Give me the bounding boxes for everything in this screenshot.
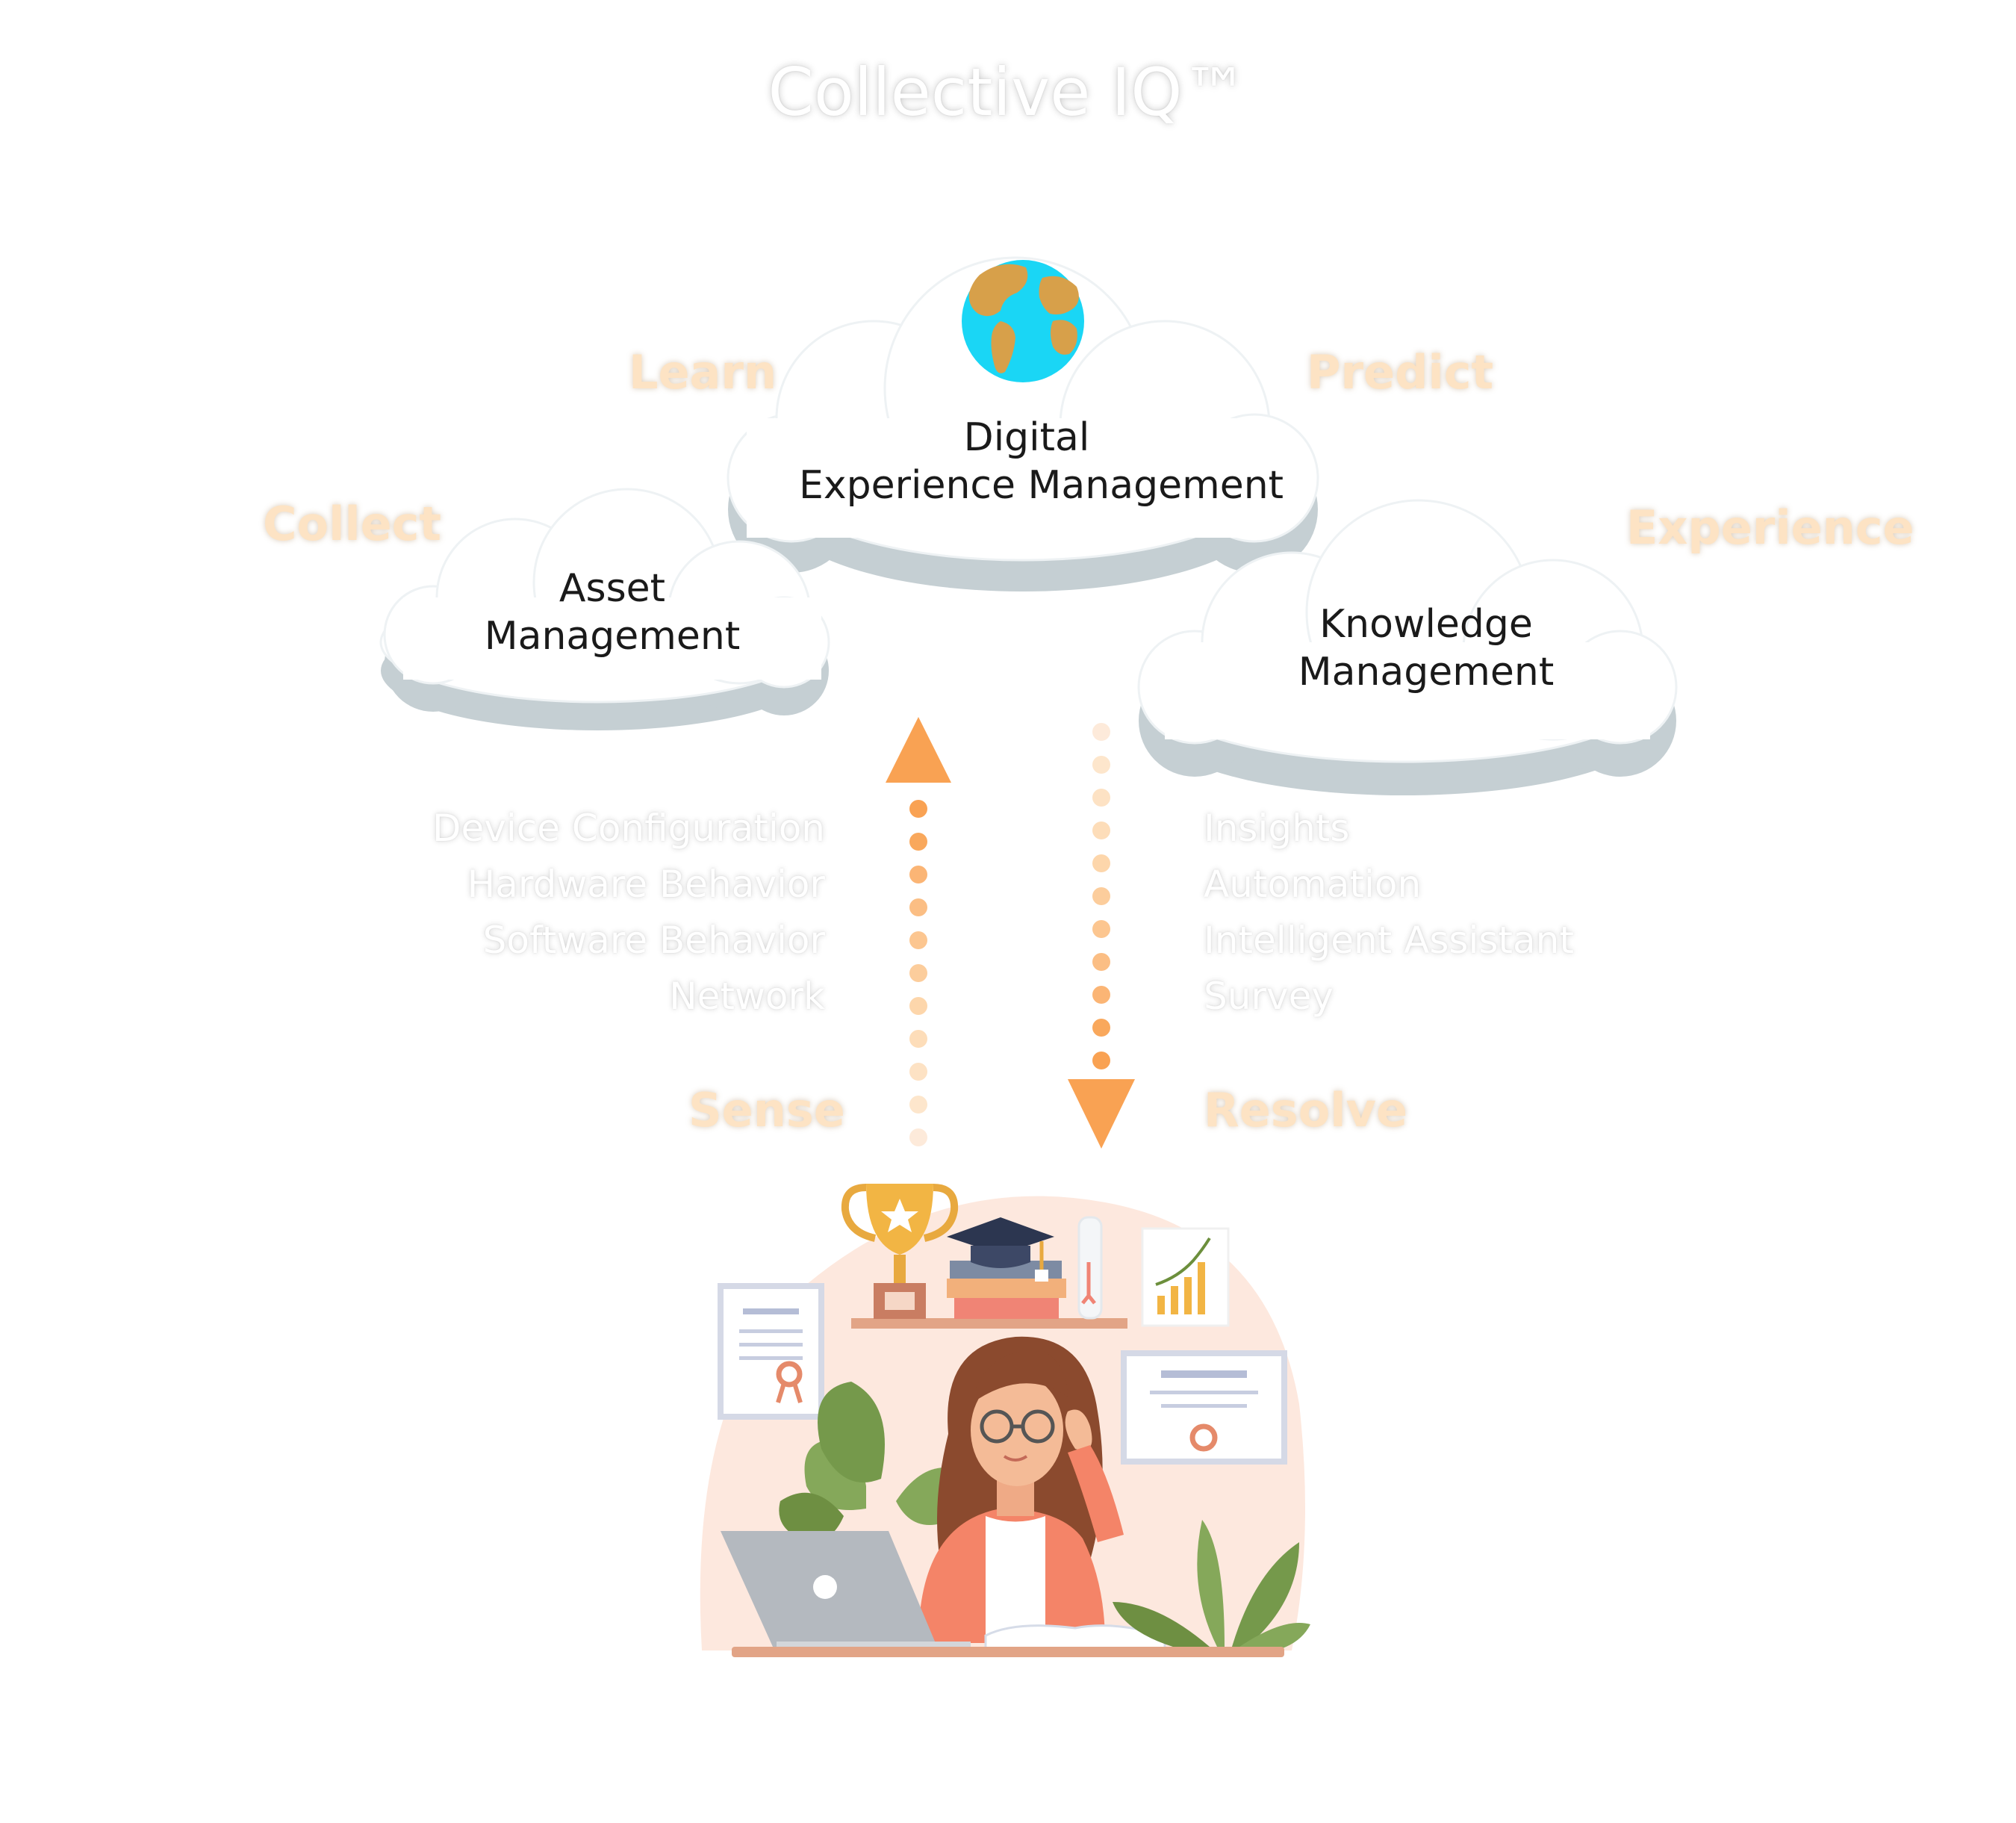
- sense-items: Device Configuration Hardware Behavior S…: [418, 801, 825, 1025]
- cloud-label-knowledge: Knowledge Management: [1284, 600, 1568, 696]
- sense-item-software-behavior: Software Behavior: [482, 919, 825, 962]
- resolve-item-insights: Insights: [1204, 807, 1350, 850]
- stage-predict: Predict: [1307, 345, 1494, 400]
- sense-item-device-configuration: Device Configuration: [432, 807, 825, 850]
- cloud-label-asset-line1: Asset: [559, 566, 666, 611]
- resolve-item-intelligent-assistant: Intelligent Assistant: [1204, 919, 1574, 962]
- stage-sense: Sense: [688, 1083, 845, 1137]
- stage-learn: Learn: [629, 345, 777, 400]
- cloud-dem: [727, 256, 1319, 591]
- cloud-label-dem: Digital Experience Management: [799, 414, 1284, 509]
- cloud-label-asset: Asset Management: [470, 565, 754, 660]
- page-title: Collective IQ™: [768, 54, 1248, 131]
- resolve-item-automation: Automation: [1204, 863, 1422, 906]
- cloud-label-dem-line2: Experience Management: [799, 463, 1284, 508]
- up-arrow-icon: [886, 717, 951, 1146]
- stage-resolve: Resolve: [1204, 1083, 1408, 1137]
- sense-item-network: Network: [669, 975, 825, 1018]
- cloud-label-asset-line2: Management: [484, 614, 741, 659]
- stage-collect: Collect: [263, 497, 442, 551]
- resolve-item-survey: Survey: [1204, 975, 1334, 1018]
- cloud-knowledge: [1137, 499, 1678, 795]
- stage-experience: Experience: [1626, 500, 1914, 555]
- down-arrow-icon: [1068, 723, 1135, 1149]
- cloud-label-knowledge-line2: Management: [1298, 650, 1555, 695]
- globe-icon: [962, 260, 1084, 382]
- resolve-items: Insights Automation Intelligent Assistan…: [1204, 801, 1652, 1025]
- cloud-label-dem-line1: Digital: [963, 415, 1090, 460]
- sense-item-hardware-behavior: Hardware Behavior: [467, 863, 825, 906]
- cloud-label-knowledge-line1: Knowledge: [1319, 602, 1533, 647]
- cloud-asset: [379, 488, 830, 730]
- person-at-desk-illustration: [700, 1184, 1310, 1657]
